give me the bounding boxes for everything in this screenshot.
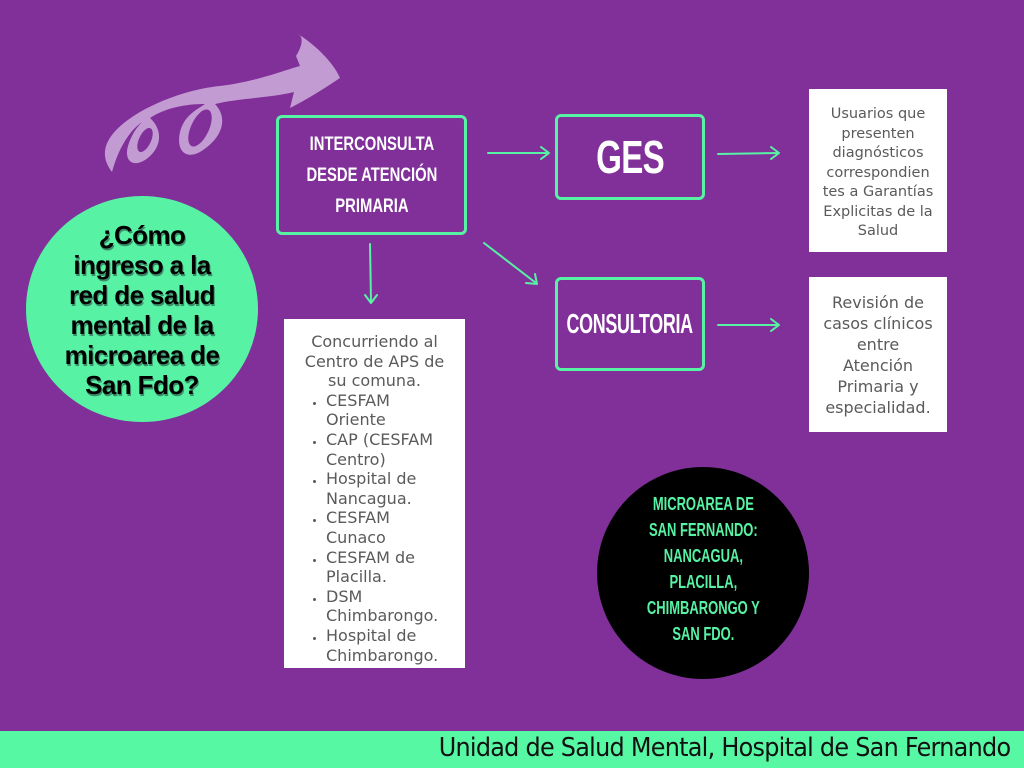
ges-description-line: tes a Garantías (822, 184, 934, 200)
arrow-interconsulta-to-ges (487, 146, 550, 160)
aps-center-line: Placilla. (326, 567, 387, 587)
aps-center-line: Cunaco (326, 527, 386, 547)
consultoria-description-line: Primaria y (837, 377, 919, 396)
ges-description-line: Usuarios que (830, 106, 926, 122)
ges-description-line: diagnósticos (832, 145, 924, 161)
aps-center-line: Chimbarongo. (326, 645, 439, 665)
aps-center-line: CESFAM (326, 390, 390, 410)
consultoria-description-line: especialidad. (825, 398, 931, 417)
consultoria-description-card: Revisión de casos clínicos entre Atenció… (809, 277, 947, 432)
arrow-interconsulta-to-consultoria (483, 242, 538, 285)
aps-center-line: CAP (CESFAM (326, 429, 434, 449)
interconsulta-box: INTERCONSULTA DESDE ATENCIÓN PRIMARIA (276, 115, 467, 235)
aps-center-line: CESFAM de (326, 547, 416, 567)
aps-center-line: Oriente (326, 410, 386, 430)
microarea-line: MICROAREA DE (652, 494, 754, 514)
question-line: ¿Cómo (98, 220, 186, 250)
consultoria-description-line: Atención (842, 356, 914, 375)
interconsulta-line: DESDE ATENCIÓN (306, 164, 437, 186)
question-line: San Fdo? (85, 370, 199, 400)
ges-description-line: Salud (857, 223, 899, 239)
aps-intro-line: su comuna. (328, 371, 421, 391)
microarea-line: SAN FERNANDO: (648, 520, 758, 540)
question-line: ingreso a la (73, 250, 211, 280)
aps-card: Concurriendo al Centro de APS de su comu… (284, 319, 465, 668)
microarea-text: MICROAREA DE SAN FERNANDO: NANCAGUA, PLA… (647, 491, 760, 647)
aps-center-line: CESFAM (326, 508, 390, 528)
consultoria-description-line: casos clínicos (823, 314, 933, 333)
question-line: microarea de (64, 340, 220, 370)
ges-description-line: presenten (841, 125, 915, 142)
ges-description-line: correspondien (826, 164, 930, 181)
arrow-ges-to-description (717, 146, 780, 160)
aps-center-line: Hospital de (326, 625, 417, 645)
microarea-line: NANCAGUA, (663, 546, 743, 566)
interconsulta-line: INTERCONSULTA (309, 133, 434, 155)
aps-center-line: Nancagua. (326, 488, 412, 508)
arrow-interconsulta-to-aps (364, 243, 378, 304)
aps-intro-line: Concurriendo al (311, 332, 438, 351)
interconsulta-line: PRIMARIA (334, 195, 409, 217)
microarea-line: PLACILLA, (669, 572, 737, 592)
aps-center-line: DSM (326, 586, 363, 606)
ges-description-line: Explicitas de la (823, 203, 933, 220)
footer-bar: Unidad de Salud Mental, Hospital de San … (0, 731, 1024, 768)
microarea-circle: MICROAREA DE SAN FERNANDO: NANCAGUA, PLA… (597, 467, 809, 679)
microarea-line: CHIMBARONGO Y (646, 598, 760, 618)
footer-text: Unidad de Salud Mental, Hospital de San … (438, 733, 1010, 763)
consultoria-description-line: Revisión de (832, 293, 924, 312)
aps-intro-line: Centro de APS de (304, 351, 445, 371)
ges-label: GES (596, 131, 665, 183)
ges-description-card: Usuarios que presenten diagnósticos corr… (809, 89, 947, 252)
question-line: mental de la (70, 310, 214, 340)
aps-center-line: Centro) (326, 449, 386, 469)
arrow-consultoria-to-description (717, 318, 780, 332)
consultoria-box: CONSULTORIA (555, 277, 705, 371)
question-circle: ¿Cómo ingreso a la red de salud mental d… (26, 196, 258, 422)
question-line: red de salud (69, 280, 216, 310)
interconsulta-text: INTERCONSULTA DESDE ATENCIÓN PRIMARIA (306, 129, 437, 222)
consultoria-label: CONSULTORIA (566, 308, 694, 339)
ges-box: GES (555, 114, 705, 200)
aps-center-line: Chimbarongo. (326, 606, 439, 626)
consultoria-description-line: entre (856, 335, 900, 354)
aps-center-line: Hospital de (326, 469, 417, 489)
microarea-line: SAN FDO. (672, 624, 734, 644)
question-text: ¿Cómo ingreso a la red de salud mental d… (65, 220, 220, 400)
